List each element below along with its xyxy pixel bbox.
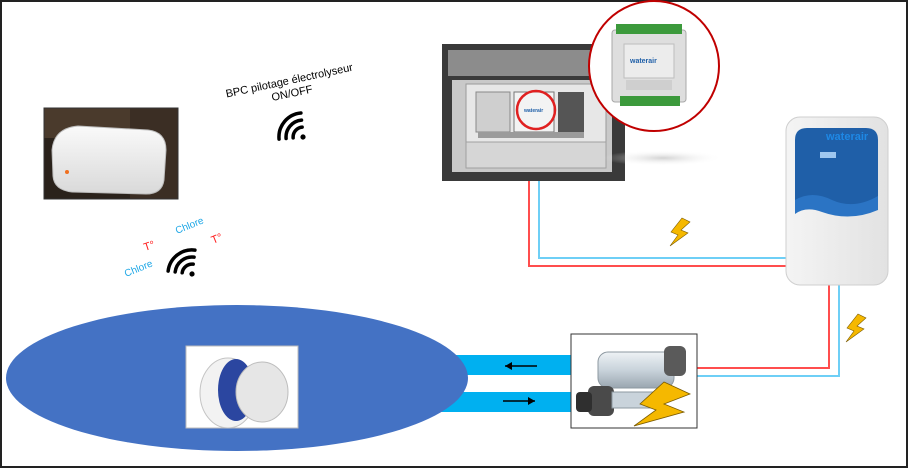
lightning-icon [669, 217, 691, 247]
arrow-right-icon [503, 397, 535, 405]
temperature-label-right: T° [210, 231, 225, 246]
arrow-left-icon [505, 362, 537, 370]
device-photo [185, 345, 299, 429]
module-brand: waterair [629, 58, 657, 65]
wire-electrolyser-to-cell [697, 285, 840, 377]
module-brand-small: waterair [523, 108, 543, 114]
wifi-icon [277, 111, 306, 141]
module-zoom: waterair [588, 0, 723, 166]
control-panel-photo: waterair [442, 44, 625, 181]
wifi-icon [166, 248, 197, 277]
hub-photo [43, 107, 179, 200]
pipe-flow [438, 392, 573, 412]
electrolyser-box: waterair [785, 116, 889, 286]
electrolysis-cell-photo [570, 333, 698, 429]
lightning-icon [633, 381, 692, 427]
wire-control-to-electrolyser [528, 176, 786, 267]
temperature-label-left: T° [142, 239, 156, 254]
pipe-return [438, 355, 573, 375]
lightning-icon [845, 313, 867, 343]
electrolyser-brand: waterair [825, 131, 869, 143]
highlight-circle [515, 89, 557, 131]
